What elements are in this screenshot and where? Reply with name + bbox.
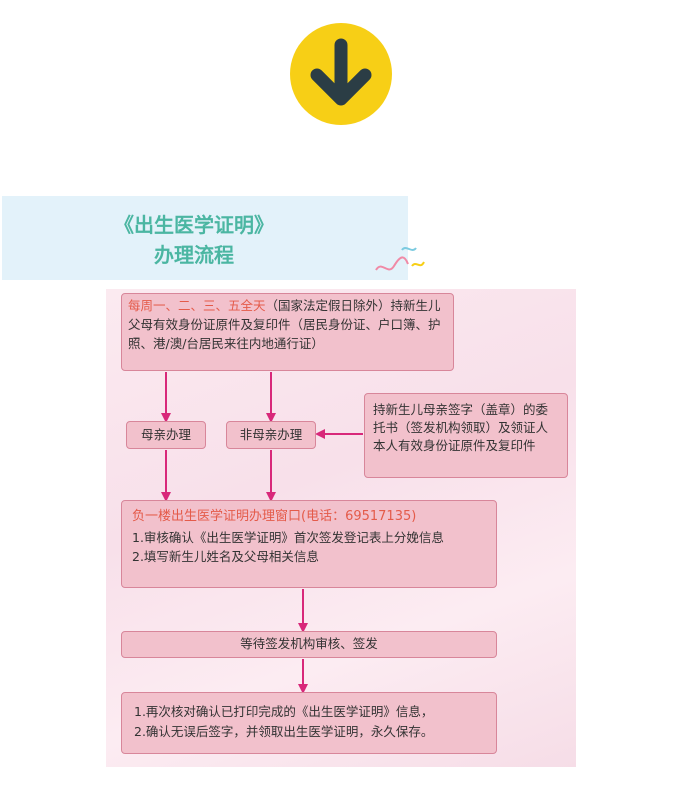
final-collection-box: 1.再次核对确认已打印完成的《出生医学证明》信息， 2.确认无误后签字，并领取出… [121,692,497,754]
service-window-title: 负一楼出生医学证明办理窗口(电话：69517135) [132,507,486,526]
mother-process-box: 母亲办理 [126,421,206,449]
proxy-requirements-box: 持新生儿母亲签字（盖章）的委托书（签发机构领取）及领证人本人有效身份证原件及复印… [364,393,568,478]
service-window-step-1: 1.审核确认《出生医学证明》首次签发登记表上分娩信息 [132,528,486,547]
wait-review-box: 等待签发机构审核、签发 [121,631,497,658]
step-requirements-box: 每周一、二、三、五全天（国家法定假日除外）持新生儿父母有效身份证原件及复印件（居… [121,293,454,371]
final-step-1: 1.再次核对确认已打印完成的《出生医学证明》信息， [134,702,484,722]
non-mother-process-box: 非母亲办理 [226,421,316,449]
office-hours-text: 每周一、二、三、五全天 [128,298,266,313]
service-window-step-2: 2.填写新生儿姓名及父母相关信息 [132,547,486,566]
service-window-box: 负一楼出生医学证明办理窗口(电话：69517135) 1.审核确认《出生医学证明… [121,500,497,588]
final-step-2: 2.确认无误后签字，并领取出生医学证明，永久保存。 [134,722,484,742]
